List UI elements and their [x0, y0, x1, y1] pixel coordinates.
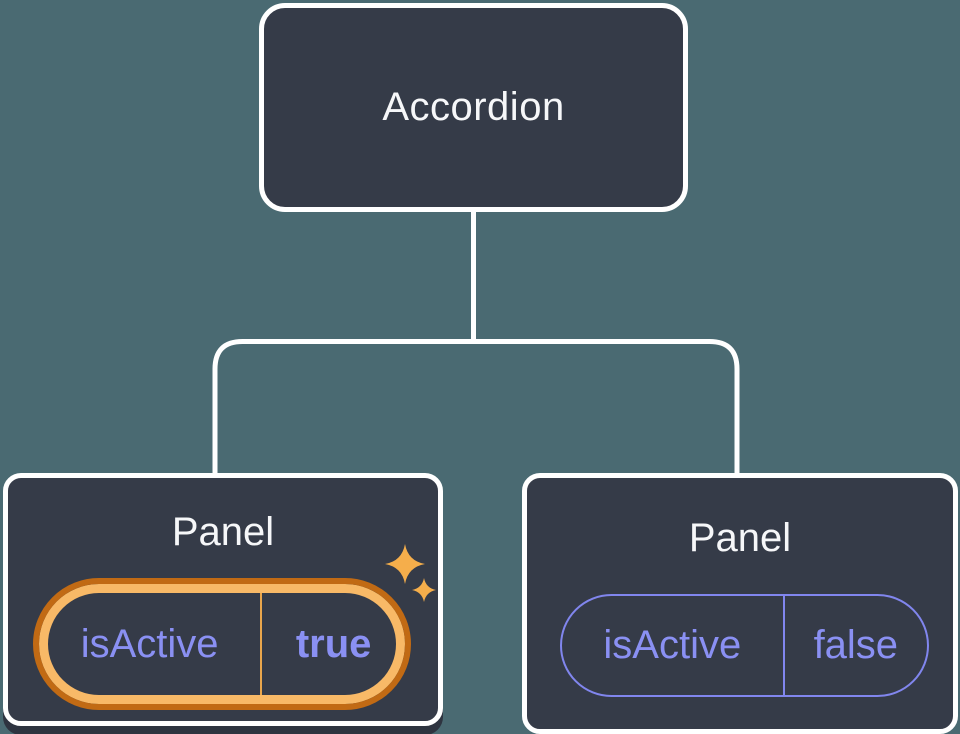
prop-value-active: true — [295, 621, 372, 666]
accordion-node: Accordion — [259, 3, 688, 212]
prop-name-inactive: isActive — [603, 623, 742, 667]
prop-pill-active: isActive true — [33, 578, 411, 710]
accordion-label: Accordion — [382, 85, 565, 129]
sparkles-icon — [385, 544, 436, 602]
pill-divider-active — [260, 593, 263, 695]
panel-active-label: Panel — [171, 510, 275, 554]
panel-node-inactive: Panel isActive false — [522, 473, 958, 734]
pill-divider-inactive — [782, 596, 785, 695]
panel-node-active: Panel isActive true — [3, 473, 443, 726]
panel-inactive-label: Panel — [688, 516, 792, 560]
prop-name-active: isActive — [80, 621, 219, 666]
prop-value-inactive: false — [813, 623, 899, 667]
prop-pill-inactive: isActive false — [560, 594, 929, 697]
